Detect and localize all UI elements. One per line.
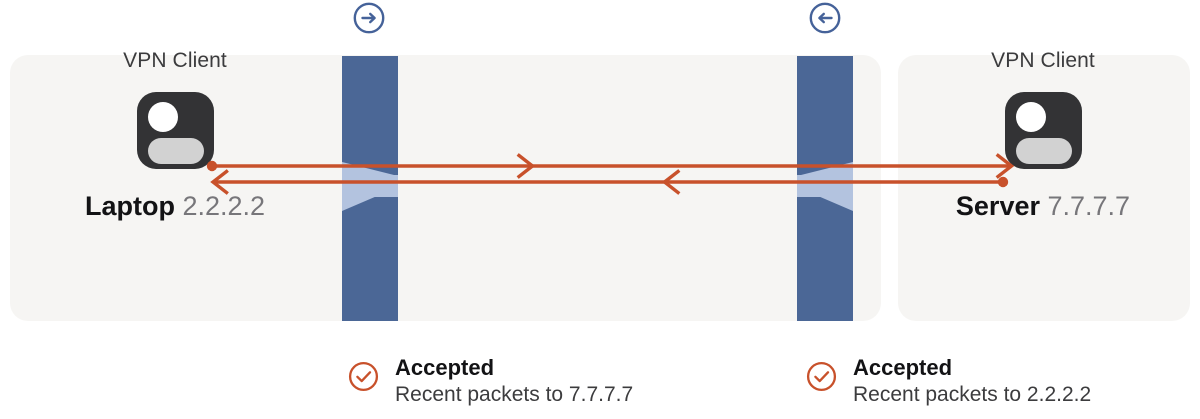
source-node: VPN Client Laptop 2.2.2.2	[70, 0, 280, 266]
firewall-aperture-icon	[342, 56, 398, 321]
inbound-direction-badge	[808, 1, 842, 35]
avatar-torso	[147, 138, 204, 164]
outbound-status: Accepted Recent packets to 7.7.7.7	[348, 354, 633, 408]
identity-space	[1040, 191, 1048, 221]
destination-node-identity: Server 7.7.7.7	[938, 191, 1148, 221]
person-avatar-icon	[1004, 92, 1082, 169]
outbound-status-text: Accepted Recent packets to 7.7.7.7	[395, 354, 633, 408]
inbound-status-subtitle: Recent packets to 2.2.2.2	[853, 383, 1092, 406]
destination-node-kind-label: VPN Client	[991, 49, 1095, 72]
source-node-identity: Laptop 2.2.2.2	[70, 191, 280, 221]
avatar-head	[1015, 102, 1046, 132]
firewall-aperture-icon	[797, 56, 853, 321]
destination-node: VPN Client Server 7.7.7.7	[938, 0, 1148, 266]
inbound-status-text: Accepted Recent packets to 2.2.2.2	[853, 354, 1091, 408]
source-node-kind-label: VPN Client	[123, 49, 227, 72]
check-circle-icon	[806, 361, 837, 392]
inbound-status: Accepted Recent packets to 2.2.2.2	[806, 354, 1091, 408]
check-circle-icon	[348, 361, 379, 392]
destination-hostname: Server	[955, 191, 1040, 221]
arrow-left-circle-icon	[808, 1, 842, 35]
outbound-status-subtitle: Recent packets to 7.7.7.7	[395, 383, 634, 406]
inbound-status-title: Accepted	[853, 355, 953, 380]
avatar-head	[147, 102, 178, 132]
destination-firewall[interactable]	[797, 56, 853, 321]
source-ip: 2.2.2.2	[182, 191, 266, 221]
avatar-torso	[1015, 138, 1072, 164]
arrow-right-circle-icon	[352, 1, 386, 35]
source-hostname: Laptop	[84, 191, 175, 221]
source-firewall[interactable]	[342, 56, 398, 321]
outbound-direction-badge	[352, 1, 386, 35]
destination-ip: 7.7.7.7	[1047, 191, 1131, 221]
person-avatar-icon	[136, 92, 214, 169]
outbound-status-title: Accepted	[395, 355, 495, 380]
